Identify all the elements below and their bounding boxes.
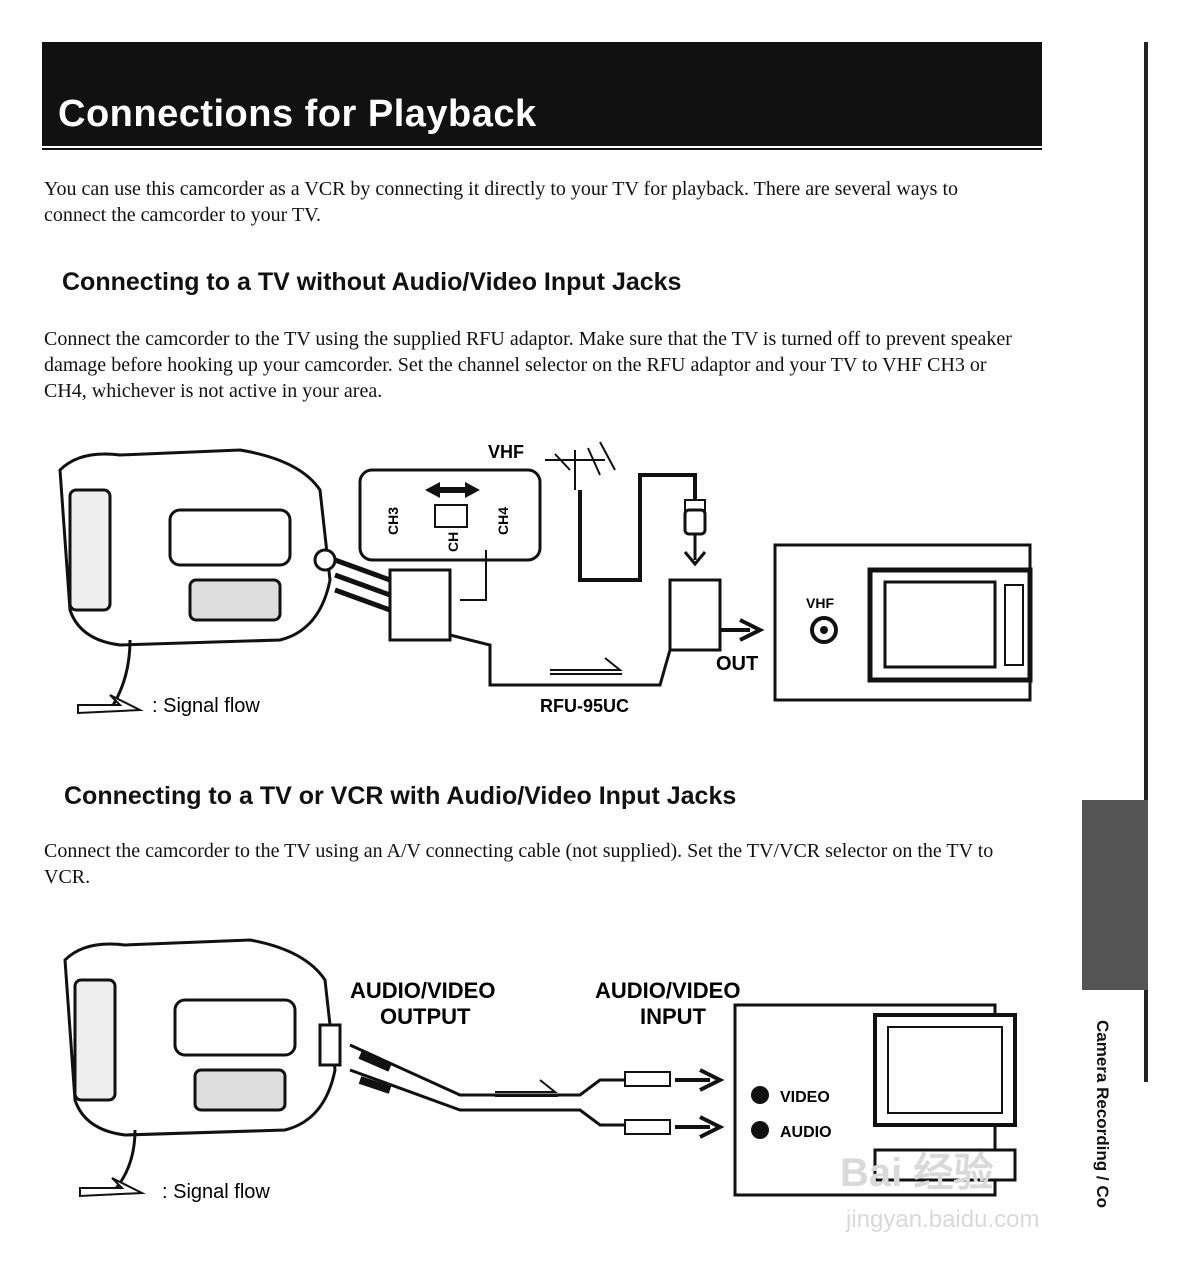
section2-paragraph: Connect the camcorder to the TV using an… — [44, 840, 994, 888]
av-output-label-line2: OUTPUT — [380, 1004, 471, 1029]
rfu-connection-diagram: CH3 CH4 CH VHF OUT RFU-95UC VHF : Signal… — [58, 441, 1033, 717]
av-connection-diagram: AUDIO/VIDEO OUTPUT AUDIO/VIDEO INPUT VID… — [63, 938, 1017, 1203]
page-title: Connections for Playback — [58, 93, 537, 135]
signal-flow-legend-2: : Signal flow — [162, 1181, 270, 1203]
watermark-logo: Bai 经验 — [840, 1151, 994, 1195]
audio-jack-label: AUDIO — [780, 1124, 832, 1141]
watermark-url: jingyan.baidu.com — [846, 1206, 1040, 1233]
section2-heading: Connecting to a TV or VCR with Audio/Vid… — [64, 782, 737, 810]
chapter-side-text: Camera Recording / Co — [1093, 1020, 1112, 1208]
chapter-tab — [1082, 800, 1148, 990]
ch-label: CH — [445, 532, 461, 552]
tv-vhf-label: VHF — [806, 595, 834, 611]
antenna-icon — [545, 441, 616, 490]
camcorder-illustration-2 — [63, 938, 342, 1197]
title-bar: Connections for Playback — [42, 42, 1042, 146]
title-underline — [42, 148, 1042, 150]
tv-vcr-illustration: VIDEO AUDIO — [733, 1003, 1017, 1197]
intro-paragraph: You can use this camcorder as a VCR by c… — [44, 178, 959, 226]
signal-flow-legend: : Signal flow — [152, 695, 260, 717]
rfu-adaptor — [388, 568, 452, 642]
rf-connector — [668, 578, 722, 652]
ch3-label: CH3 — [385, 507, 401, 535]
rfu-cable-label: RFU-95UC — [540, 696, 629, 716]
av-input-label-line2: INPUT — [640, 1004, 707, 1029]
ch4-label: CH4 — [495, 507, 511, 535]
video-jack-label: VIDEO — [780, 1089, 830, 1106]
av-input-label-line1: AUDIO/VIDEO — [595, 978, 740, 1003]
av-output-label-line1: AUDIO/VIDEO — [350, 978, 495, 1003]
section1-heading: Connecting to a TV without Audio/Video I… — [62, 268, 682, 296]
tv-illustration: VHF — [773, 543, 1033, 702]
side-margin-rule — [1144, 42, 1148, 1082]
channel-selector-callout: CH3 CH4 CH — [358, 468, 542, 601]
out-label: OUT — [716, 653, 758, 675]
camcorder-illustration — [58, 448, 337, 711]
antenna-vhf-label: VHF — [488, 442, 524, 462]
section1-paragraph: Connect the camcorder to the TV using th… — [44, 328, 1012, 402]
